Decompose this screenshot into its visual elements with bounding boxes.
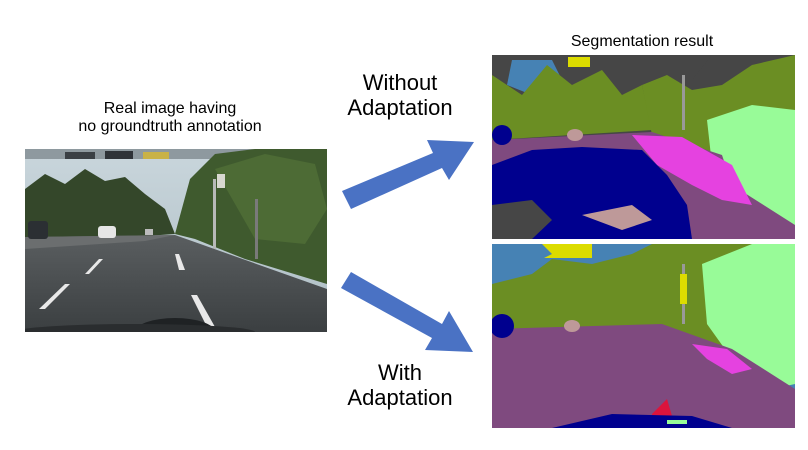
real-image-caption-line1: Real image having bbox=[103, 100, 237, 117]
without-adaptation-line2: Adaptation bbox=[347, 95, 453, 121]
segmentation-result-caption: Segmentation result bbox=[570, 33, 714, 50]
without-adaptation-line1: Without bbox=[362, 70, 438, 95]
segmentation-without-adaptation bbox=[492, 55, 795, 239]
with-adaptation-line1: With bbox=[378, 360, 422, 385]
real-image-caption: Real image having no groundtruth annotat… bbox=[20, 100, 320, 137]
without-adaptation-caption: Without Adaptation bbox=[325, 70, 475, 121]
with-adaptation-caption: With Adaptation bbox=[325, 360, 475, 411]
right-arrow-icon bbox=[342, 140, 474, 209]
segmentation-with-adaptation bbox=[492, 244, 795, 428]
with-adaptation-line2: Adaptation bbox=[347, 385, 453, 411]
real-street-image bbox=[25, 149, 327, 332]
real-image-caption-line2: no groundtruth annotation bbox=[78, 118, 262, 136]
right-arrow-icon bbox=[341, 272, 473, 352]
